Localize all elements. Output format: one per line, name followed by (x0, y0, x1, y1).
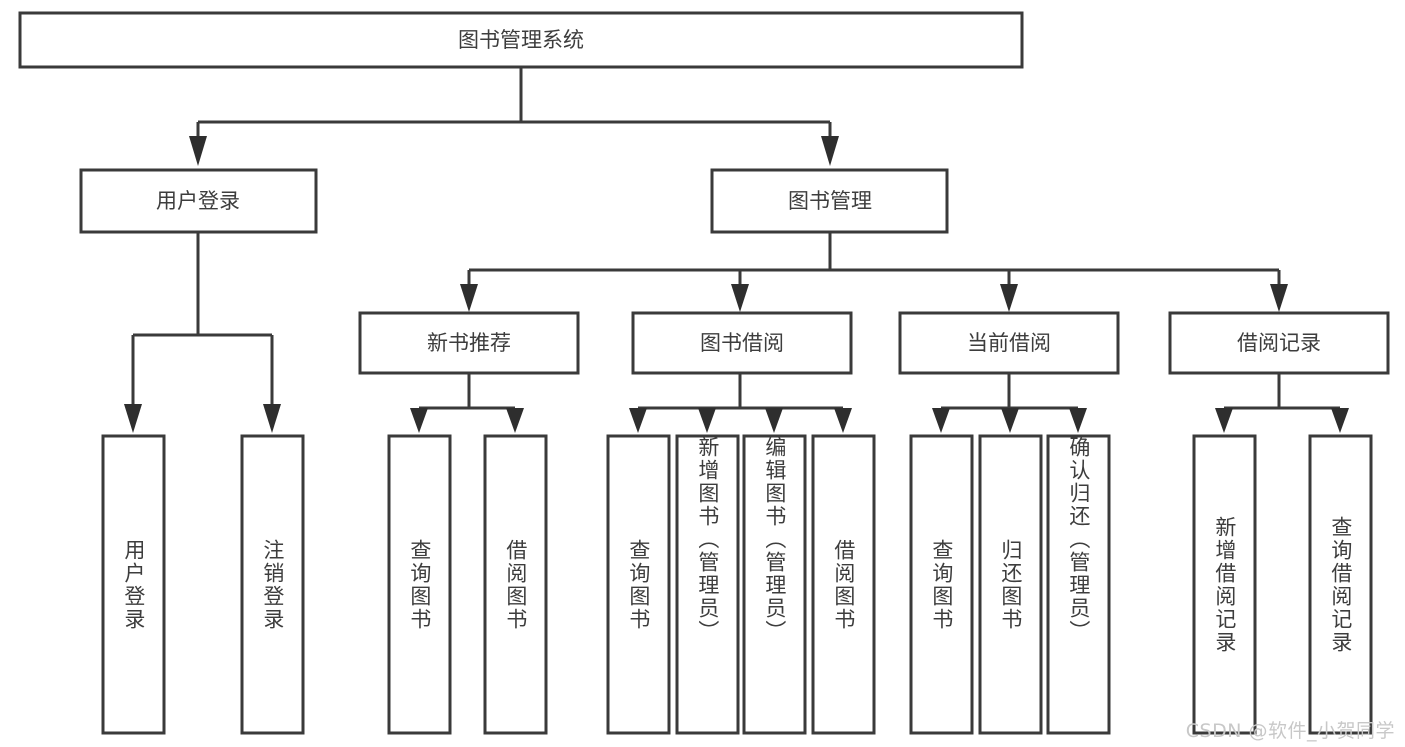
leaf-box-query-record[interactable] (1308, 434, 1373, 735)
arrow-to-user-login-leaf (124, 404, 142, 433)
arrow-current-leaf2 (1001, 408, 1019, 433)
leaf-box-edit-book[interactable] (742, 434, 807, 735)
node-book-borrow-box[interactable] (631, 311, 853, 375)
node-book-borrow-label: 图书借阅 (700, 331, 784, 355)
arrow-to-book-borrow (731, 284, 749, 312)
leaf-box-query-book-2[interactable] (606, 434, 671, 735)
node-current-borrow[interactable]: 当前借阅 (898, 311, 1120, 375)
arrow-borrow-leaf2 (698, 408, 716, 433)
node-book-manage-label: 图书管理 (788, 189, 872, 213)
arrow-record-leaf2 (1331, 408, 1349, 433)
leaf-box-logout[interactable] (240, 434, 305, 735)
node-new-book-recommend[interactable]: 新书推荐 (358, 311, 580, 375)
leaf-box-user-login[interactable] (101, 434, 166, 735)
leaf-box-group (101, 434, 1373, 735)
leaf-box-borrow-book-2[interactable] (811, 434, 876, 735)
node-borrow-record-box[interactable] (1168, 311, 1390, 375)
leaf-box-borrow-book-1[interactable] (483, 434, 548, 735)
node-root[interactable]: 图书管理系统 (18, 11, 1024, 69)
watermark-text: CSDN @软件_小贺同学 (1185, 720, 1395, 742)
arrow-to-borrow-record (1270, 284, 1288, 312)
node-new-book-recommend-label: 新书推荐 (427, 331, 511, 355)
arrow-to-logout-leaf (263, 404, 281, 433)
arrow-to-book-manage (821, 136, 839, 166)
arrow-to-user-login (189, 136, 207, 166)
node-current-borrow-label: 当前借阅 (967, 331, 1051, 355)
leaf-box-query-book-3[interactable] (909, 434, 974, 735)
leaf-box-query-book-1[interactable] (387, 434, 452, 735)
arrow-to-current-borrow (1000, 284, 1018, 312)
arrow-newbook-leaf2 (506, 408, 524, 433)
arrow-borrow-leaf3 (765, 408, 783, 433)
leaf-box-add-record[interactable] (1192, 434, 1257, 735)
leaf-box-add-book[interactable] (675, 434, 740, 735)
leaf-box-confirm-return[interactable] (1046, 434, 1111, 735)
arrow-borrow-leaf1 (629, 408, 647, 433)
node-book-manage[interactable]: 图书管理 (710, 168, 949, 234)
node-current-borrow-box[interactable] (898, 311, 1120, 375)
arrow-newbook-leaf1 (410, 408, 428, 433)
leaf-box-return-book[interactable] (978, 434, 1043, 735)
node-borrow-record[interactable]: 借阅记录 (1168, 311, 1390, 375)
arrow-borrow-leaf4 (834, 408, 852, 433)
edge-group (124, 67, 1349, 433)
arrow-to-new-book (460, 284, 478, 312)
node-root-box[interactable] (18, 11, 1024, 69)
node-root-label: 图书管理系统 (458, 28, 584, 52)
arrow-record-leaf1 (1215, 408, 1233, 433)
node-user-login-label: 用户登录 (156, 189, 240, 213)
arrow-current-leaf1 (932, 408, 950, 433)
node-new-book-recommend-box[interactable] (358, 311, 580, 375)
node-borrow-record-label: 借阅记录 (1237, 331, 1321, 355)
node-book-borrow[interactable]: 图书借阅 (631, 311, 853, 375)
node-book-manage-box[interactable] (710, 168, 949, 234)
node-user-login[interactable]: 用户登录 (79, 168, 318, 234)
arrow-current-leaf3 (1069, 408, 1087, 433)
node-user-login-box[interactable] (79, 168, 318, 234)
